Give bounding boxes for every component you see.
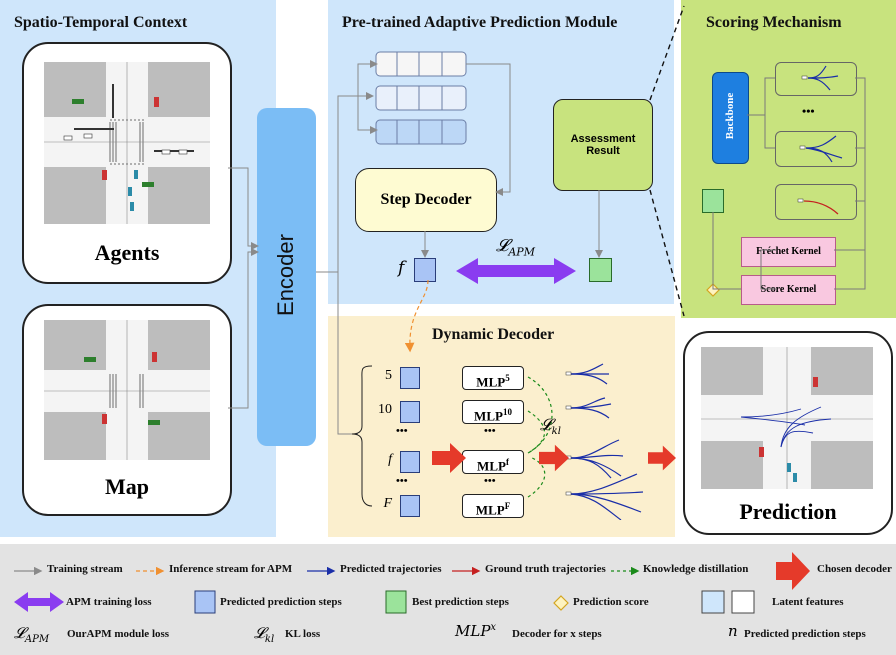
map-intersection-map (44, 320, 210, 460)
legend-predicted-trajectories: Predicted trajectories (340, 563, 442, 575)
backbone-block (712, 72, 749, 164)
step-number-label: f (388, 452, 392, 467)
mlp-superscript: F (504, 501, 511, 511)
legend-ground-truth-trajectories: Ground truth trajectories (485, 563, 606, 575)
legend-prediction-score: Prediction score (573, 596, 649, 608)
mlp-decoder-box: MLPf (462, 450, 524, 474)
apm-loss-label: 𝓛APM (496, 236, 535, 259)
prediction-card: Prediction (683, 331, 893, 535)
legend-n-symbol: n (728, 622, 738, 640)
score-kernel-block: Score Kernel (741, 275, 836, 305)
chosen-decoder-arrow-2 (539, 444, 569, 472)
agents-intersection-map (44, 62, 210, 224)
mlp-decoder-box: MLP10 (462, 400, 524, 424)
predicted-step-square (400, 451, 420, 473)
encoder-block (257, 108, 316, 446)
predicted-step-square (400, 367, 420, 389)
frechet-kernel-block: Fréchet Kernel (741, 237, 836, 267)
ground-truth-box (775, 184, 857, 220)
mlp-ellipsis: ••• (484, 425, 496, 437)
assessment-label: Assessment Result (570, 133, 636, 157)
legend-kl-desc: KL loss (285, 628, 321, 640)
step-number-label: F (383, 496, 392, 511)
legend-best-prediction-steps: Best prediction steps (412, 596, 509, 608)
scoring-ellipsis: ••• (802, 104, 815, 118)
main-connectors (228, 60, 603, 507)
legend-apm-loss-symbol: 𝓛APM (14, 624, 50, 645)
candidate-box-2 (775, 131, 857, 167)
map-card: Map (22, 304, 232, 516)
legend-icons (14, 552, 810, 614)
kl-loss-label: 𝓛kl (540, 415, 561, 438)
mlp-base-text: MLP (475, 502, 505, 518)
apm-predicted-step-square (414, 258, 436, 282)
agents-card: Agents (22, 42, 232, 284)
prediction-intersection-map (701, 347, 873, 489)
score-kernel-label: Score Kernel (760, 284, 817, 295)
apm-loss-arrow (456, 258, 576, 284)
step-number-label: 5 (385, 368, 392, 383)
scoring-trajectories (797, 65, 843, 215)
legend-apm-loss-desc: OurAPM module loss (67, 628, 170, 640)
assessment-block: Assessment Result (553, 99, 653, 191)
step-ellipsis: ••• (396, 425, 408, 437)
step-decoder-label: Step Decoder (380, 191, 472, 208)
mlp-base-text: MLP (474, 408, 503, 424)
mlp-decoder-box: MLP5 (462, 366, 524, 390)
legend-latent-features: Latent features (772, 596, 844, 608)
step-ellipsis: ••• (396, 475, 408, 487)
candidate-box-1 (775, 62, 857, 96)
mlp-superscript: f (505, 457, 509, 467)
legend-training-stream: Training stream (47, 563, 123, 575)
step-number-label: 10 (378, 402, 392, 417)
step-decoder-block: Step Decoder (355, 168, 497, 232)
chosen-decoder-arrow-3 (648, 445, 676, 471)
scoring-title: Scoring Mechanism (706, 14, 842, 31)
apm-title: Pre-trained Adaptive Prediction Module (342, 14, 618, 31)
mlp-decoder-box: MLPF (462, 494, 524, 518)
frechet-kernel-label: Fréchet Kernel (756, 246, 821, 257)
dynamic-trajectories (565, 363, 644, 520)
apm-best-step-square (589, 258, 612, 282)
kl-arrows (527, 376, 553, 498)
mlp-base-text: MLP (477, 458, 506, 474)
mlp-superscript: 5 (505, 373, 510, 383)
legend-predicted-prediction-steps: Predicted prediction steps (220, 596, 342, 608)
predicted-step-square (400, 495, 420, 517)
legend-mlp-symbol: MLPx (455, 622, 497, 640)
legend-kl-symbol: 𝓛kl (254, 624, 275, 645)
scoring-connectors (712, 77, 866, 290)
apm-f-label: f (398, 258, 405, 278)
mlp-ellipsis: ••• (484, 475, 496, 487)
latent-feature-stack (375, 51, 467, 145)
mlp-superscript: 10 (502, 407, 512, 417)
map-label: Map (105, 474, 149, 499)
dynamic-title: Dynamic Decoder (432, 326, 555, 343)
prediction-score-diamond (706, 283, 720, 297)
legend-inference-stream: Inference stream for APM (169, 563, 293, 575)
prediction-label: Prediction (739, 499, 837, 524)
legend-apm-training-loss: APM training loss (66, 596, 152, 608)
mlp-base-text: MLP (476, 374, 506, 390)
chosen-decoder-arrow-1 (432, 443, 466, 473)
legend-chosen-decoder: Chosen decoder (817, 563, 892, 575)
legend-n-desc: Predicted prediction steps (744, 628, 866, 640)
context-title: Spatio-Temporal Context (14, 14, 188, 31)
zoom-lines (649, 5, 685, 317)
agents-label: Agents (94, 240, 160, 265)
predicted-step-square (400, 401, 420, 423)
legend-knowledge-distillation: Knowledge distillation (643, 563, 749, 575)
legend-mlp-desc: Decoder for x steps (512, 628, 602, 640)
